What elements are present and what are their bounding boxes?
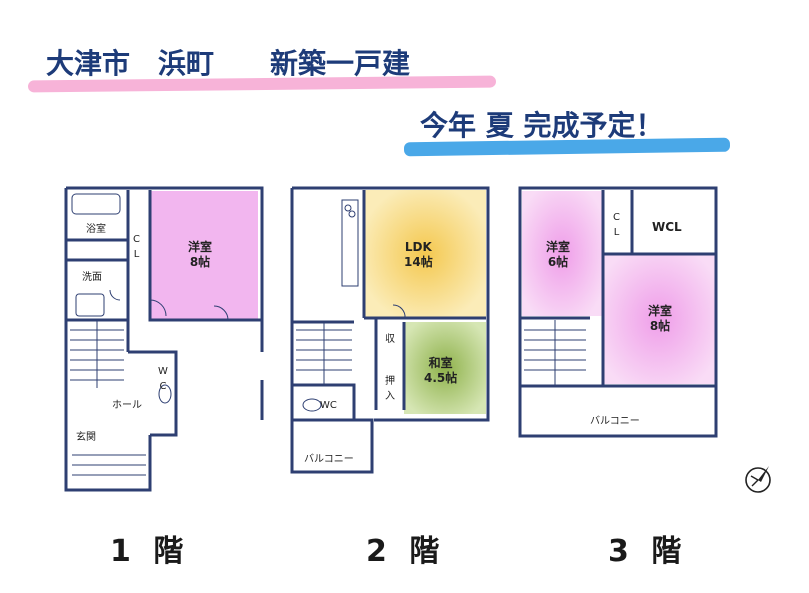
- room-wcl: WCL: [652, 220, 682, 234]
- stairs-floor1: [70, 320, 146, 476]
- room-bath: 浴室: [86, 224, 106, 235]
- stove-burner: [344, 204, 352, 212]
- room-entry: 玄関: [76, 432, 96, 443]
- room-wash: 洗面: [82, 272, 102, 283]
- room-cl-f1: C L: [133, 234, 140, 260]
- stairs-floor3: [524, 320, 586, 385]
- room-washi: 和室 4.5帖: [424, 356, 458, 385]
- title-line2: 今年 夏 完成予定！: [420, 109, 664, 142]
- room-8-f3: 洋室 8帖: [648, 304, 673, 333]
- floor-label-1: 1 階: [110, 534, 190, 569]
- room-balcony-f2: バルコニー: [304, 454, 354, 465]
- room-wc-f2: WC: [320, 400, 337, 411]
- title-line1: 大津市 浜町 新築一戸建: [46, 47, 411, 80]
- floor-label-2: 2 階: [366, 534, 446, 569]
- floor3-room6-fill: [522, 191, 602, 316]
- floor2-ldk-fill: [364, 190, 486, 318]
- floor2-washi-fill: [404, 322, 486, 414]
- room-bed-f1: 洋室 8帖: [188, 240, 213, 269]
- kitchen-counter: [341, 199, 359, 287]
- floor1-bed-fill: [150, 191, 258, 319]
- floor-label-3: 3 階: [608, 534, 688, 569]
- floor3-room8-fill: [603, 254, 715, 384]
- stairs-floor2: [296, 322, 352, 385]
- toilet-floor2: [302, 398, 322, 412]
- room-balcony-f3: バルコニー: [590, 416, 640, 427]
- toilet-floor1: [158, 384, 172, 404]
- room-storage: 収: [385, 334, 395, 345]
- room-6-f3: 洋室 6帖: [546, 240, 571, 269]
- room-cl-f3: C L: [613, 212, 620, 238]
- room-closet: 押 入: [385, 376, 395, 402]
- room-wc-f1: W C: [158, 366, 168, 392]
- sink: [75, 293, 105, 317]
- room-hall: ホール: [112, 400, 142, 411]
- bathtub: [71, 193, 121, 215]
- north-arrow-icon: [745, 466, 771, 493]
- room-ldk: LDK 14帖: [404, 240, 433, 269]
